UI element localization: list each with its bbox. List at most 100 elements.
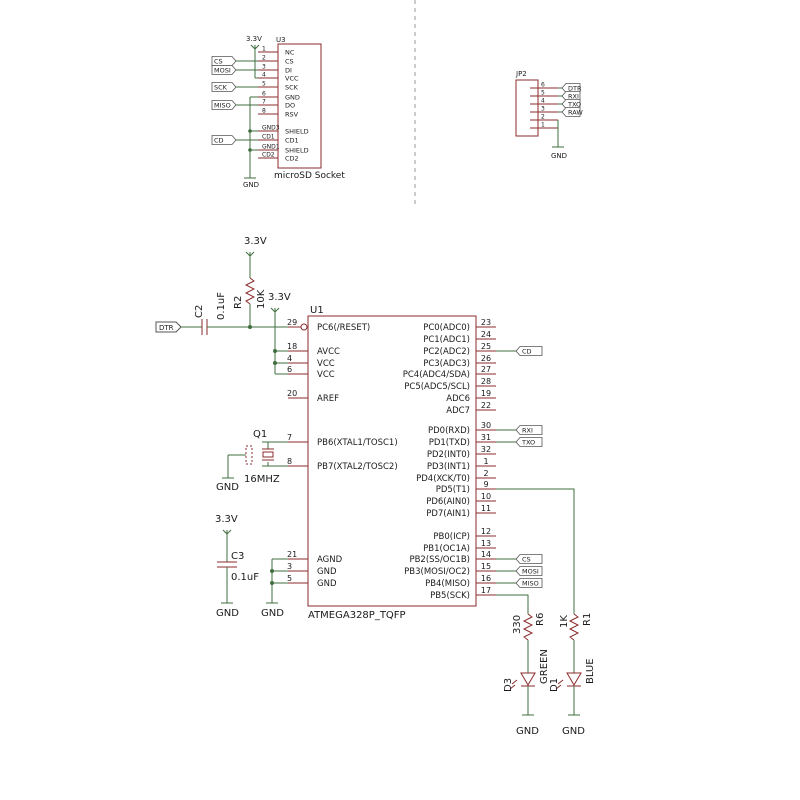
microsd-pin-number: 2: [262, 55, 266, 62]
r6-value: 330: [512, 615, 523, 634]
jp2-pin-number: 3: [541, 106, 545, 113]
microsd-body: [277, 43, 322, 169]
mcu-pin-number: 12: [481, 527, 491, 536]
q1-case: [245, 445, 253, 465]
jp2-pin-number: 6: [541, 82, 545, 89]
c3-ref: C3: [231, 551, 244, 562]
sck-led-wire: [496, 594, 529, 614]
mcu-pin-name: PB1(OC1A): [423, 544, 470, 554]
microsd-pin-number: 7: [262, 99, 266, 106]
reset-inversion-bubble: [300, 323, 308, 331]
q1-value: 16MHZ: [244, 474, 280, 485]
gnd-junction-2: [270, 581, 274, 585]
mcu-pin-number: 14: [481, 550, 491, 559]
mcu-pin-name: VCC: [317, 370, 335, 380]
mcu-pin-name: PD1(TXD): [429, 438, 470, 448]
microsd-pin-name: SHIELD: [285, 128, 309, 136]
microsd-pin-name: GND: [285, 94, 300, 102]
mcu-body: [307, 315, 477, 607]
mcu-pin-name: AVCC: [317, 347, 340, 357]
microsd-pin-number: 6: [262, 91, 266, 98]
jp2-pin-number: 5: [541, 90, 545, 97]
mcu-pin-number: 16: [481, 574, 491, 583]
microsd-pin-number: 1: [262, 46, 266, 53]
mcu-pin-number: 5: [287, 574, 292, 583]
mcu-pin-number: 22: [481, 401, 491, 410]
mcu-pin-number: 15: [481, 562, 491, 571]
mcu-pin-name: PB4(MISO): [425, 579, 470, 589]
mcu-pin-name: PD6(AIN0): [426, 497, 470, 507]
d3-diode: [520, 672, 536, 686]
c3-value: 0.1uF: [231, 572, 259, 583]
microsd-pin-name: CS: [285, 58, 294, 66]
mcu-pin-name: PB0(ICP): [433, 532, 470, 542]
mcu-ref: U1: [310, 305, 324, 316]
mcu-pin-number: 23: [481, 318, 491, 327]
dtr-net-flag: [155, 321, 182, 333]
reset-junction: [248, 325, 252, 329]
microsd-net-sck-flag: [211, 82, 237, 92]
mcu-pin-number: 27: [481, 365, 491, 374]
microsd-pin-number: CD2: [262, 152, 275, 159]
mcu-pin-name: PD0(RXD): [428, 426, 470, 436]
mcu-pin-number: 21: [287, 550, 297, 559]
d1-diode: [566, 672, 582, 686]
jp2-body: [515, 79, 539, 137]
c2-value: 0.1uF: [216, 292, 227, 320]
mcu-pin-number: 17: [481, 586, 491, 595]
crystal-q1: Q1 16MHZ GND: [216, 429, 288, 493]
microsd-net-mosi-flag: [211, 65, 237, 75]
r2-power-label: 3.3V: [244, 236, 267, 247]
microsd-net-cd-label: CD: [214, 137, 224, 145]
d1-emission-arrows: [555, 679, 564, 690]
mcu-pin-number: 31: [481, 433, 491, 442]
mcu-net-rxi-label: RXI: [522, 427, 533, 435]
mcu-pin-name: PD3(INT1): [427, 462, 470, 472]
vcc-rail: 3.3V: [268, 292, 291, 375]
mcu-net-cd-flag: [515, 346, 543, 356]
mcu-pin-name: GND: [317, 567, 337, 577]
mcu-net-miso-flag: [515, 578, 543, 588]
mcu-pin-name: PC5(ADC5/SCL): [404, 382, 470, 392]
jp2-net-txo-label: TXO: [567, 101, 581, 109]
mcu-pin-number: 13: [481, 539, 491, 548]
d3-color: GREEN: [539, 649, 550, 684]
vcc-junction-2: [273, 361, 277, 365]
microsd-pin-number: 5: [262, 81, 266, 88]
c2-ref: C2: [194, 305, 205, 318]
microsd-pin-name: SCK: [285, 84, 299, 92]
mcu-pin-name: PB3(MOSI/OC2): [404, 567, 470, 577]
r2-resistor: [244, 277, 256, 305]
mcu-pin-number: 8: [287, 457, 292, 466]
microsd-gnd-label: GND: [243, 181, 259, 189]
microsd-pin-number: CD1: [262, 134, 275, 141]
microsd-net-cs-label: CS: [214, 58, 223, 66]
microsd-net-miso-flag: [211, 100, 237, 110]
microsd-pin-name: SHIELD: [285, 147, 309, 155]
mcu-net-cs-flag: [515, 554, 543, 564]
mcu-pin-number: 2: [483, 469, 488, 478]
microsd-pin-name: RSV: [285, 111, 299, 119]
mcu-pin-name: PC1(ADC1): [423, 335, 470, 345]
mcu-pin-number: 32: [481, 445, 491, 454]
jp2-net-dtr-label: DTR: [568, 85, 582, 93]
mcu-pin-number: 20: [287, 389, 297, 398]
mcu-net-cs-label: CS: [522, 556, 531, 564]
mcu-pin-number: 6: [287, 365, 292, 374]
led-green-branch: 330 R6 GND D3 GREEN: [496, 594, 550, 737]
mcu-pin-number: 19: [481, 389, 491, 398]
mcu-net-txo-label: TXO: [521, 439, 535, 447]
mcu-pin-number: 29: [287, 318, 297, 327]
mcu-pin-name: PC0(ADC0): [423, 323, 470, 333]
mcu-pin-number: 28: [481, 377, 491, 386]
mcu-net-mosi-flag: [515, 566, 543, 576]
microsd-pin-number: 3: [262, 64, 266, 71]
mcu-net-cd-label: CD: [522, 348, 532, 356]
mcu-gnd-label: GND: [261, 608, 284, 619]
gnd-junction-1: [270, 569, 274, 573]
mcu-pin-number: 10: [481, 492, 491, 501]
d1-gnd-label: GND: [562, 726, 585, 737]
